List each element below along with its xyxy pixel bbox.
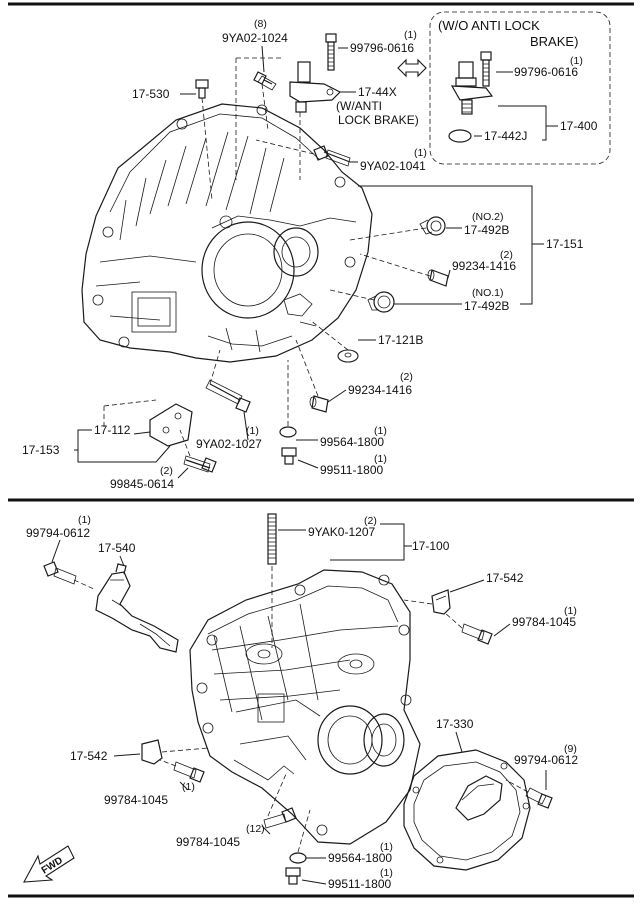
plug-99511-1800[interactable] (281, 447, 297, 465)
inset-box: (W/O ANTI LOCK BRAKE) (1) 99796-0616 17-… (429, 11, 611, 165)
top-leaders (74, 33, 544, 479)
label-no2-qty: (NO.2) (472, 211, 504, 223)
label-bolt1027-qty: (1) (246, 425, 259, 437)
inset-bolt-qty: (1) (570, 55, 583, 67)
label-bolt0612-part: 99794-0612 (26, 526, 90, 540)
label-plug-bottom-qty: (1) (380, 867, 393, 879)
stud-9yak0-1207[interactable] (267, 513, 277, 565)
bolt-99845-0614[interactable] (183, 455, 217, 473)
label-washer-qty: (1) (374, 425, 387, 437)
label-bracket: 17-112 (94, 423, 131, 437)
bolt-99784-1045-x12[interactable] (263, 807, 297, 829)
label-washer-part: 99564-1800 (320, 435, 384, 449)
inset-bolt-part: 99796-0616 (514, 65, 578, 79)
label-no1-qty: (NO.1) (472, 287, 504, 299)
label-bolt8-qty: (8) (254, 18, 267, 30)
bearing-no2[interactable] (419, 216, 446, 236)
washer-bottom[interactable] (289, 852, 307, 864)
speed-sensor-inset[interactable] (450, 61, 494, 115)
inset-title-2: BRAKE) (530, 34, 578, 49)
label-no2-part: 17-492B (464, 223, 509, 237)
label-case-set: 17-100 (412, 539, 450, 553)
transmission-case[interactable] (189, 569, 421, 845)
breather-plug[interactable] (195, 79, 209, 99)
label-stud-part: 9YAK0-1207 (308, 525, 375, 539)
label-bolt1041-part: 9YA02-1041 (360, 159, 426, 173)
fwd-arrow-icon: FWD (23, 845, 75, 883)
interchange-arrow-icon (397, 58, 427, 78)
label-bearing-set: 17-151 (546, 237, 584, 251)
label-clip-left: 17-542 (70, 749, 108, 763)
label-bolt0612-qty: (1) (78, 514, 91, 526)
clutch-housing[interactable] (81, 103, 373, 363)
clip-17-542-left[interactable] (141, 739, 163, 765)
bearing-no1[interactable] (367, 291, 395, 313)
bottom-labels: (1) 99794-0612 17-540 (2) 9YAK0-1207 17-… (26, 514, 578, 891)
label-breather: 17-530 (132, 87, 170, 101)
label-bolt0612-9-part: 99794-0612 (514, 753, 578, 767)
label-plug-bottom-part: 99511-1800 (328, 877, 391, 891)
bolt-99794-0612-x9[interactable] (525, 787, 553, 809)
label-bolt1045-12-qty: (12) (246, 823, 265, 835)
bracket-17-112[interactable] (149, 403, 193, 447)
label-bolt0612-9-qty: (9) (564, 743, 577, 755)
bolt-9ya02-1027[interactable] (205, 379, 251, 413)
inset-title-1: (W/O ANTI LOCK (438, 18, 540, 33)
bolt-inset[interactable] (480, 51, 492, 87)
magnet[interactable] (337, 349, 359, 363)
label-washer-bottom-part: 99564-1800 (328, 851, 392, 865)
label-sensor-bolt-part: 99796-0616 (350, 41, 414, 55)
bolt-99784-1045-left[interactable] (173, 761, 205, 783)
pin-99234-1416-b[interactable] (309, 395, 329, 413)
label-bolt1045r-part: 99784-1045 (512, 615, 576, 629)
top-labels: (8) 9YA02-1024 (1) 99796-0616 17-530 17-… (22, 18, 584, 491)
washer-99564-1800[interactable] (279, 426, 297, 438)
label-plug-qty: (1) (374, 453, 387, 465)
inset-seal-part: 17-442J (484, 129, 527, 143)
label-sensor-note1: (W/ANTI (336, 99, 382, 113)
label-pin-b-qty: (2) (400, 371, 413, 383)
label-sensor-note2: LOCK BRAKE) (338, 113, 419, 127)
label-stud-qty: (2) (364, 515, 377, 527)
bolt-9ya02-1024[interactable] (253, 71, 277, 91)
rear-cover-17-330[interactable] (403, 749, 531, 871)
label-bolt1045l-qty: (1) (182, 781, 195, 793)
label-sensor: 17-44X (358, 85, 397, 99)
label-bolt1027-part: 9YA02-1027 (196, 437, 262, 451)
label-bolt1045l-part: 99784-1045 (104, 793, 168, 807)
label-plug-part: 99511-1800 (320, 463, 383, 477)
label-bolt1045-12-part: 99784-1045 (176, 835, 240, 849)
label-washer-bottom-qty: (1) (380, 841, 393, 853)
label-pin-b-part: 99234-1416 (348, 383, 412, 397)
label-bolt8-part: 9YA02-1024 (222, 31, 288, 45)
bolt-99794-0612[interactable] (43, 561, 77, 585)
label-sensor-bolt-qty: (1) (404, 29, 417, 41)
bottom-leaders: FWD (23, 513, 553, 885)
bolt-9ya02-1041[interactable] (313, 145, 351, 167)
o-ring-inset[interactable] (448, 129, 472, 143)
label-pin-a-qty: (2) (500, 249, 513, 261)
label-bolt0614-qty: (2) (160, 465, 173, 477)
label-bolt1041-qty: (1) (414, 147, 427, 159)
label-bracket-set: 17-153 (22, 443, 60, 457)
speed-sensor-abs[interactable] (289, 61, 342, 113)
plug-bottom[interactable] (285, 867, 301, 885)
label-pin-a-part: 99234-1416 (452, 259, 516, 273)
bolt-99784-1045-right[interactable] (461, 623, 493, 645)
shift-lever-17-540[interactable] (95, 563, 179, 653)
clip-17-542-right[interactable] (431, 589, 451, 615)
label-magnet: 17-121B (378, 333, 423, 347)
bolt-sensor-abs[interactable] (325, 33, 337, 71)
label-cover: 17-330 (436, 717, 474, 731)
label-lever: 17-540 (98, 541, 136, 555)
label-clip-right: 17-542 (486, 571, 524, 585)
label-bolt0614-part: 99845-0614 (110, 477, 174, 491)
label-no1-part: 17-492B (464, 299, 509, 313)
inset-assembly: 17-400 (560, 119, 598, 133)
pin-99234-1416-a[interactable] (427, 269, 449, 287)
label-bolt1045r-qty: (1) (564, 605, 577, 617)
